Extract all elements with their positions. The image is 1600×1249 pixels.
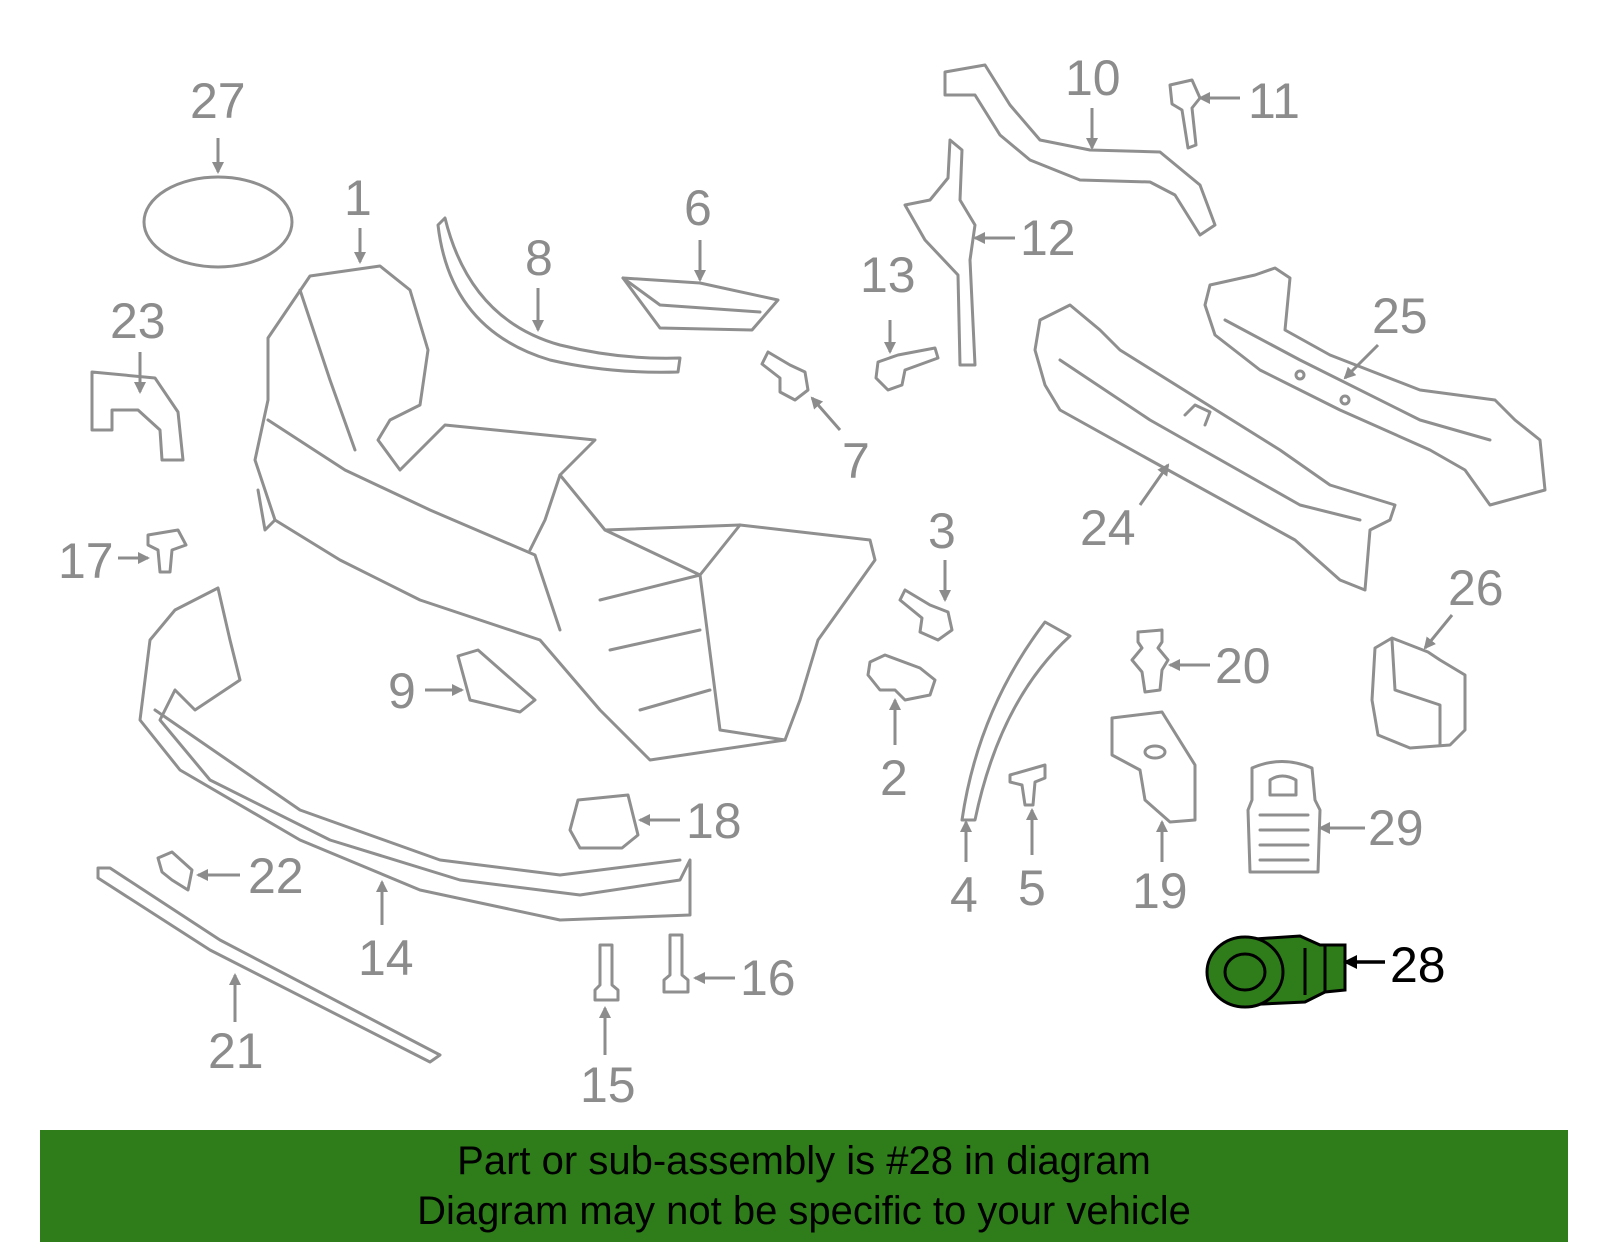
arrow-25 xyxy=(1343,343,1380,380)
label-24: 24 xyxy=(1080,500,1136,556)
arrow-7 xyxy=(810,396,842,431)
label-20: 20 xyxy=(1215,638,1271,694)
part-2-clip[interactable] xyxy=(866,653,937,702)
part-1-bumper-cover[interactable] xyxy=(253,264,877,762)
label-18: 18 xyxy=(686,793,742,849)
label-8: 8 xyxy=(525,230,553,286)
label-17: 17 xyxy=(58,533,114,589)
part-16-bolt[interactable] xyxy=(662,933,690,994)
part-26-module[interactable] xyxy=(1370,636,1467,750)
part-20-push-clip[interactable] xyxy=(1130,628,1170,694)
label-16: 16 xyxy=(740,950,796,1006)
label-3: 3 xyxy=(928,503,956,559)
part-5-clip[interactable] xyxy=(1008,763,1047,807)
banner-line-2: Diagram may not be specific to your vehi… xyxy=(417,1189,1191,1233)
label-4: 4 xyxy=(950,867,978,923)
part-12-bracket[interactable] xyxy=(903,138,977,367)
label-22: 22 xyxy=(248,848,304,904)
part-24-reinforcement[interactable] xyxy=(1033,303,1397,592)
part-4-molding[interactable] xyxy=(960,620,1072,822)
label-12: 12 xyxy=(1020,210,1076,266)
part-labels: 1 2 3 4 5 6 7 8 9 10 11 12 13 14 15 16 1… xyxy=(58,50,1504,1113)
part-28-parking-sensor[interactable] xyxy=(1205,934,1347,1009)
part-25-reinforcement[interactable] xyxy=(1203,266,1547,507)
part-22-clip[interactable] xyxy=(156,850,194,892)
parts-diagram: 1 2 3 4 5 6 7 8 9 10 11 12 13 14 15 16 1… xyxy=(58,50,1547,1113)
part-19-bracket[interactable] xyxy=(1110,710,1197,824)
part-21-strip[interactable] xyxy=(96,866,442,1064)
label-7: 7 xyxy=(842,433,870,489)
leader-arrows xyxy=(118,92,1454,1055)
label-11: 11 xyxy=(1248,73,1300,129)
label-5: 5 xyxy=(1018,860,1046,916)
label-6: 6 xyxy=(684,180,712,236)
label-23: 23 xyxy=(110,293,166,349)
part-29-sensor-bracket[interactable] xyxy=(1246,760,1322,874)
part-15-bolt[interactable] xyxy=(593,943,620,1002)
label-21: 21 xyxy=(208,1023,264,1079)
label-14: 14 xyxy=(358,930,414,986)
label-2: 2 xyxy=(880,750,908,806)
part-13-bolt[interactable] xyxy=(874,346,940,392)
part-8-trim-strip[interactable] xyxy=(436,216,682,374)
part-11-bolt[interactable] xyxy=(1168,78,1202,150)
label-19: 19 xyxy=(1132,863,1188,919)
label-15: 15 xyxy=(580,1057,636,1113)
banner-line-1: Part or sub-assembly is #28 in diagram xyxy=(457,1139,1151,1183)
info-banner: Part or sub-assembly is #28 in diagram D… xyxy=(40,1130,1568,1242)
part-23-bracket[interactable] xyxy=(90,370,185,462)
part-3-bolt[interactable] xyxy=(898,588,954,642)
part-17-clip[interactable] xyxy=(146,528,188,574)
label-10: 10 xyxy=(1065,50,1121,106)
part-10-upper-bracket[interactable] xyxy=(943,63,1217,237)
part-18-retainer[interactable] xyxy=(568,793,640,850)
part-7-bolt[interactable] xyxy=(760,350,810,402)
arrow-24 xyxy=(1138,463,1170,506)
part-6-bracket[interactable] xyxy=(621,276,780,332)
label-1: 1 xyxy=(344,170,372,226)
label-28: 28 xyxy=(1390,937,1446,993)
part-9-bracket[interactable] xyxy=(456,648,537,714)
label-26: 26 xyxy=(1448,560,1504,616)
label-29: 29 xyxy=(1368,800,1424,856)
label-27: 27 xyxy=(190,73,246,129)
arrow-26 xyxy=(1423,614,1454,650)
label-25: 25 xyxy=(1372,288,1428,344)
part-27-emblem[interactable] xyxy=(142,175,294,269)
part-14-lower-spoiler[interactable] xyxy=(138,586,692,922)
label-13: 13 xyxy=(860,247,916,303)
label-9: 9 xyxy=(388,663,416,719)
